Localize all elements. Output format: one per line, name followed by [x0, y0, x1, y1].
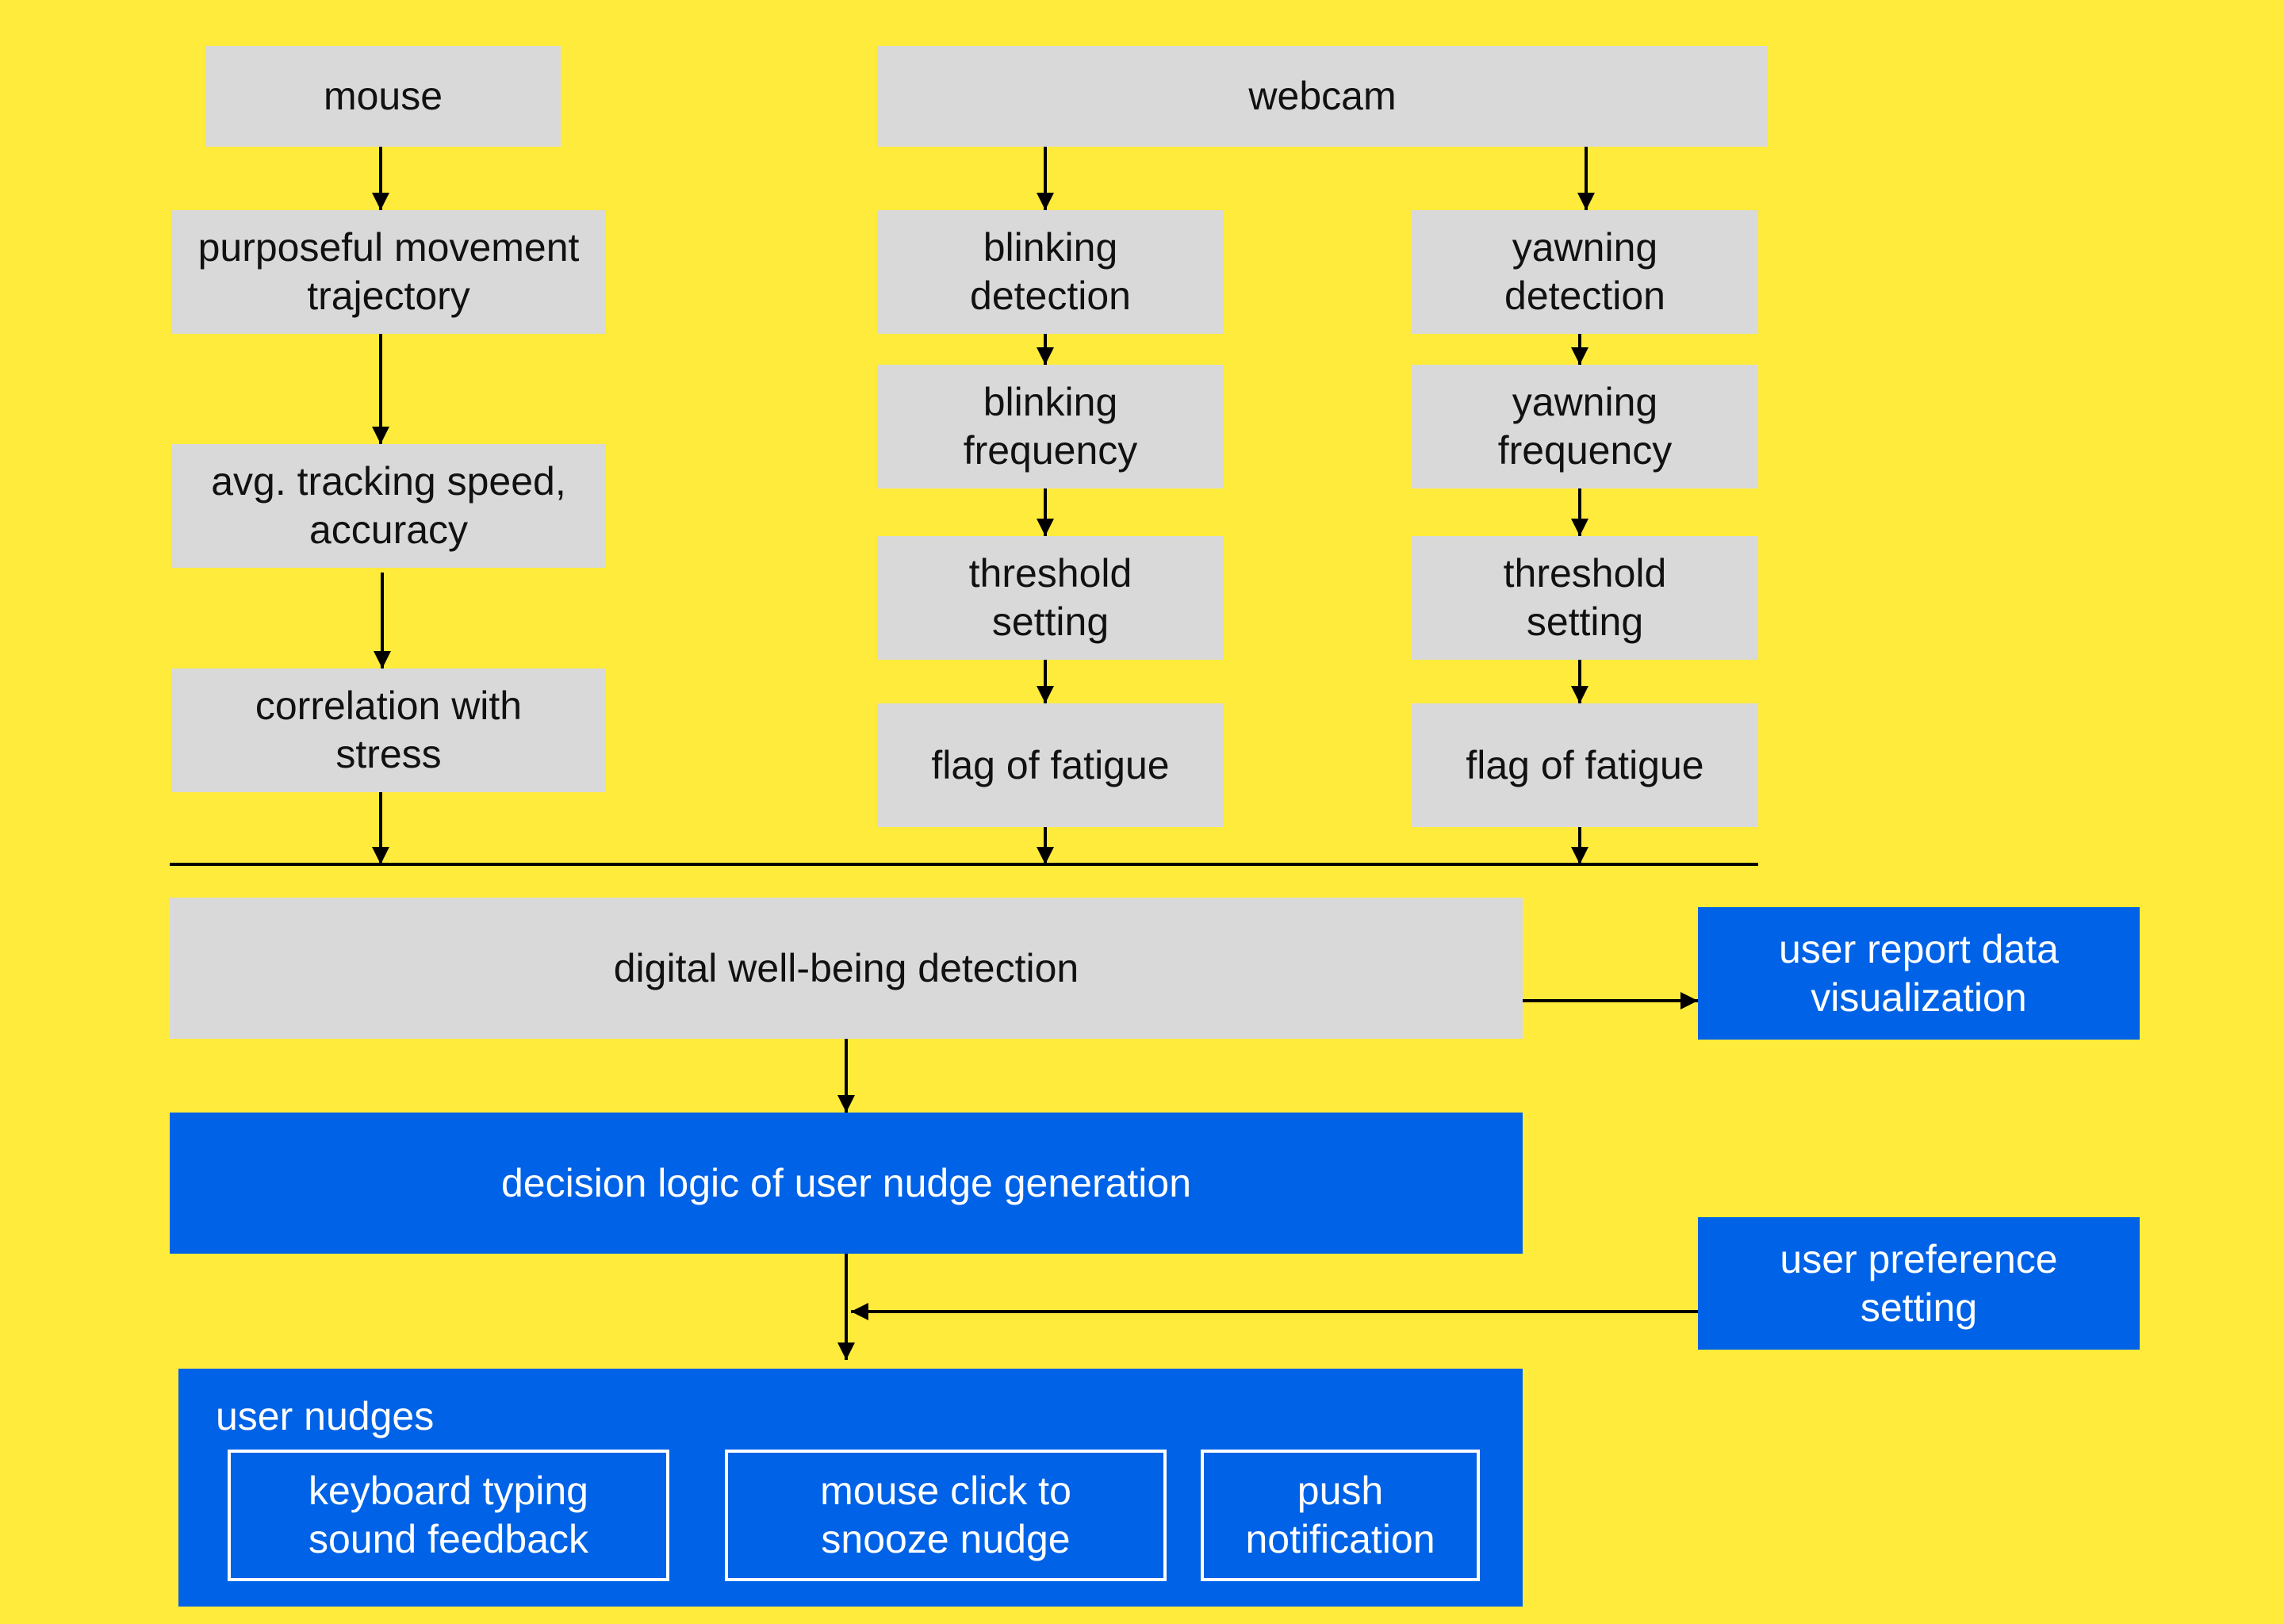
yawning-detection-node: yawning detection: [1412, 210, 1758, 334]
stress-correlation-node: correlation with stress: [171, 668, 606, 792]
tracking-speed-node: avg. tracking speed, accuracy: [171, 444, 606, 568]
user-nudges-container: [178, 1369, 1523, 1607]
mouse-input-node: mouse: [205, 46, 561, 147]
user-preference-node: user preference setting: [1698, 1217, 2140, 1350]
mouse-snooze-nudge: mouse click to snooze nudge: [725, 1450, 1167, 1581]
yawning-threshold-node: threshold setting: [1412, 536, 1758, 660]
yawning-frequency-node: yawning frequency: [1412, 365, 1758, 488]
push-notification-nudge: push notification: [1201, 1450, 1480, 1581]
wellbeing-detection-node: digital well-being detection: [170, 898, 1523, 1039]
report-visualization-node: user report data visualization: [1698, 907, 2140, 1040]
yawning-fatigue-flag-node: flag of fatigue: [1412, 703, 1758, 827]
blinking-frequency-node: blinking frequency: [877, 365, 1224, 488]
decision-logic-node: decision logic of user nudge generation: [170, 1113, 1523, 1254]
keyboard-sound-nudge: keyboard typing sound feedback: [228, 1450, 669, 1581]
user-nudges-title: user nudges: [216, 1394, 435, 1438]
movement-trajectory-node: purposeful movement trajectory: [171, 210, 606, 334]
blinking-threshold-node: threshold setting: [877, 536, 1224, 660]
blinking-detection-node: blinking detection: [877, 210, 1224, 334]
webcam-input-node: webcam: [877, 46, 1768, 147]
blinking-fatigue-flag-node: flag of fatigue: [877, 703, 1224, 827]
